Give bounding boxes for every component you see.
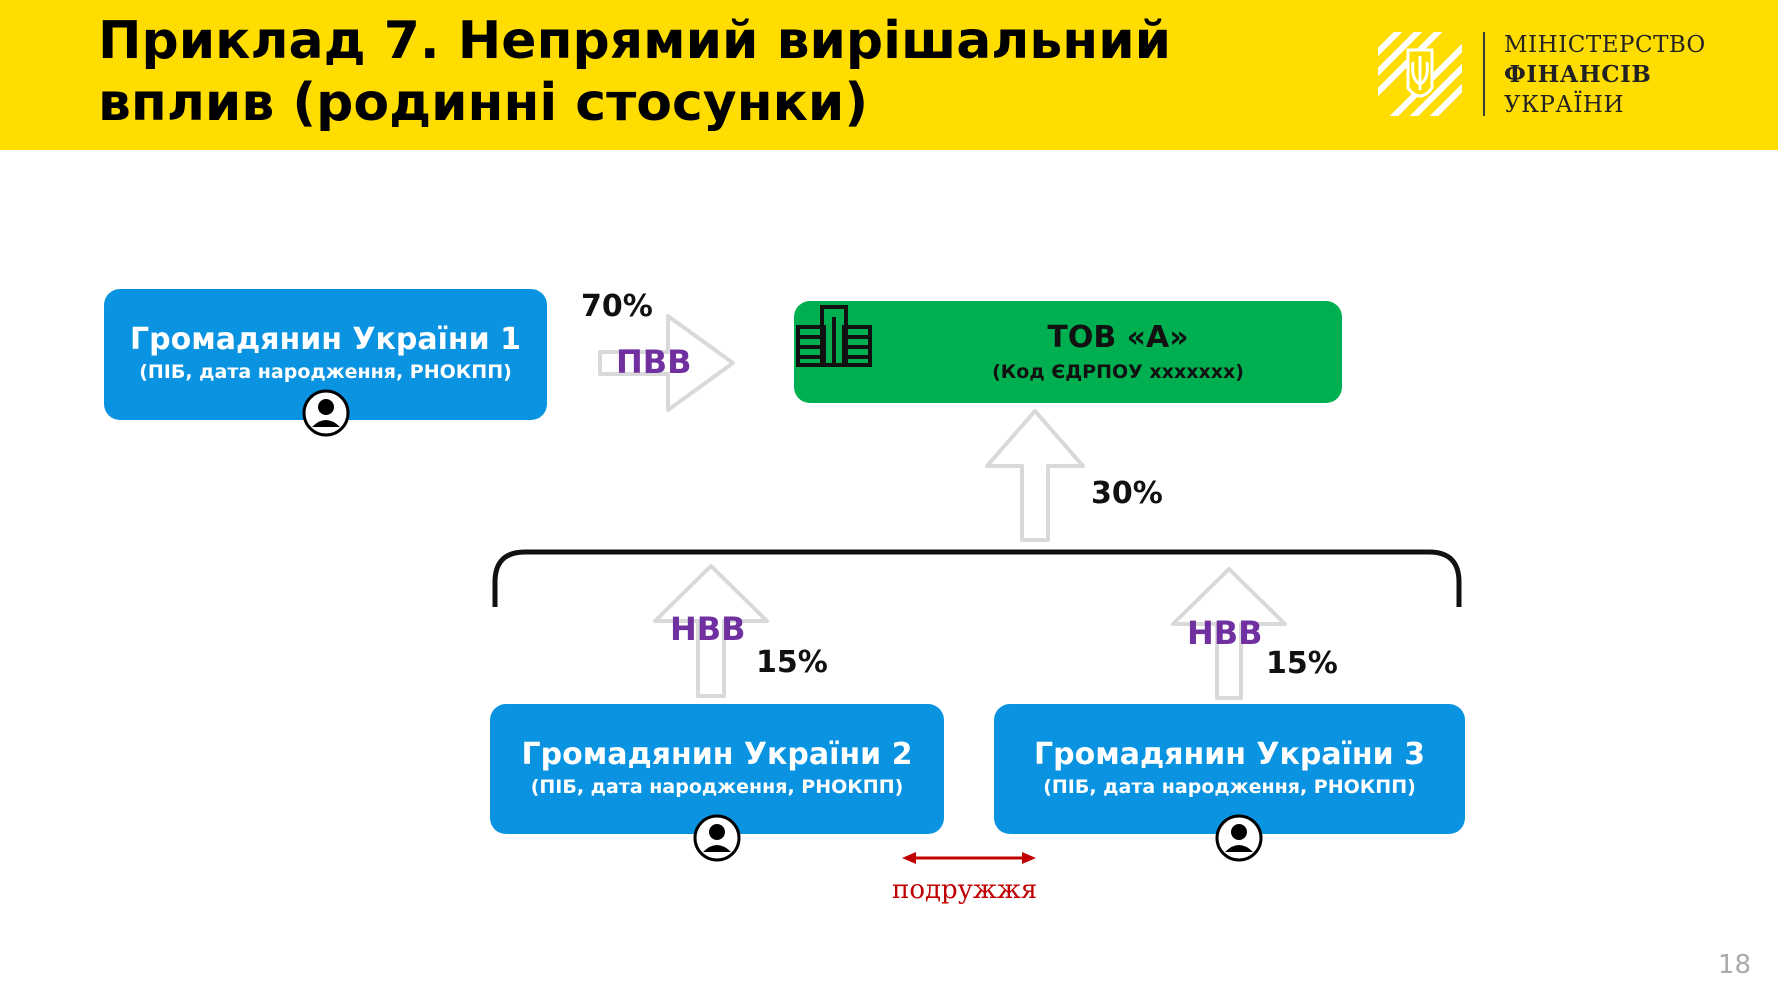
page-number: 18 [1718, 950, 1752, 980]
group-bracket [492, 549, 1462, 607]
ministry-name-line-1: МІНІСТЕРСТВО [1504, 32, 1706, 58]
person-icon [1215, 814, 1263, 862]
c1-share-label: 70% [581, 289, 653, 324]
ministry-name-line-3: УКРАЇНИ [1504, 92, 1625, 118]
ownership-arrow-c2 [653, 564, 769, 698]
c3-share-label: 15% [1266, 646, 1338, 681]
ownership-arrow-c3 [1171, 567, 1287, 700]
ministry-name: МІНІСТЕРСТВО ФІНАНСІВ УКРАЇНИ [1504, 30, 1706, 120]
citizen-3-box: Громадянин України 3 (ПІБ, дата народжен… [994, 704, 1465, 834]
c3-relation-label: НВВ [1187, 614, 1263, 652]
citizen-1-box: Громадянин України 1 (ПІБ, дата народжен… [104, 289, 547, 420]
citizen-2-name: Громадянин України 2 [521, 737, 913, 772]
citizen-1-details: (ПІБ, дата народження, РНОКПП) [139, 361, 512, 383]
c2-relation-label: НВВ [670, 610, 746, 648]
citizen-2-details: (ПІБ, дата народження, РНОКПП) [530, 776, 904, 798]
person-icon [693, 814, 741, 862]
ministry-emblem-icon [1365, 19, 1471, 125]
citizen-2-box: Громадянин України 2 (ПІБ, дата народжен… [490, 704, 944, 834]
spouse-label: подружжя [892, 875, 1038, 905]
company-box: ТОВ «А» (Код ЄДРПОУ xxxxxxx) [794, 301, 1342, 403]
company-name: ТОВ «А» [1047, 320, 1189, 355]
person-icon [302, 389, 350, 437]
header-bar: Приклад 7. Непрямий вирішальний вплив (р… [0, 0, 1778, 150]
citizen-3-details: (ПІБ, дата народження, РНОКПП) [1043, 776, 1416, 798]
c2-share-label: 15% [756, 645, 828, 680]
page-title: Приклад 7. Непрямий вирішальний вплив (р… [98, 10, 1298, 134]
title-line-2: вплив (родинні стосунки) [98, 73, 869, 133]
title-line-1: Приклад 7. Непрямий вирішальний [98, 11, 1172, 71]
ministry-name-line-2: ФІНАНСІВ [1504, 61, 1652, 88]
ownership-arrow-group [985, 409, 1085, 542]
citizen-3-name: Громадянин України 3 [1034, 737, 1425, 772]
spouse-arrow [902, 852, 1036, 864]
company-code: (Код ЄДРПОУ xxxxxxx) [992, 361, 1244, 383]
building-icon [794, 303, 874, 369]
c1-relation-label: ПВВ [616, 343, 692, 381]
ownership-arrow-c1 [598, 314, 735, 412]
logo-divider [1483, 32, 1485, 116]
group-share-label: 30% [1091, 476, 1163, 511]
citizen-1-name: Громадянин України 1 [130, 322, 521, 357]
